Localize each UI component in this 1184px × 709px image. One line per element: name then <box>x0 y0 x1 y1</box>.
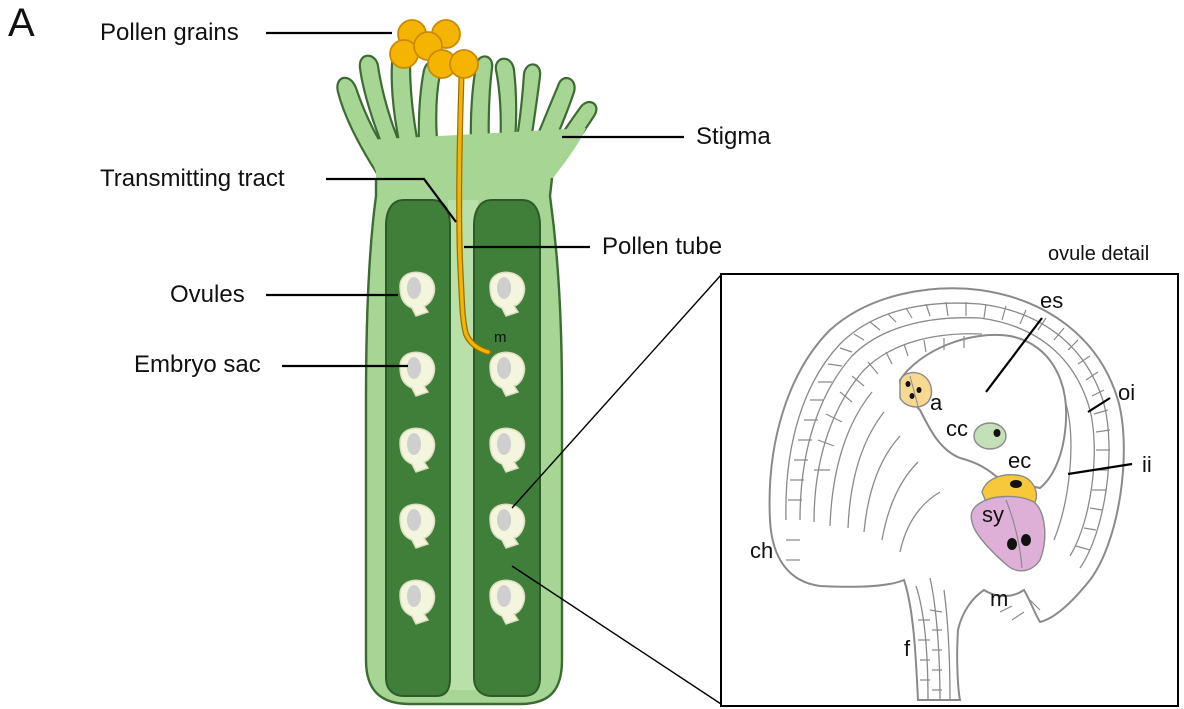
ec-label: ec <box>1008 448 1031 473</box>
ch-label: ch <box>750 538 773 563</box>
ovules-label: Ovules <box>170 281 245 308</box>
embryo-sac-label: Embryo sac <box>134 351 261 378</box>
stigma-label: Stigma <box>696 123 771 150</box>
pollen-grains-label: Pollen grains <box>100 19 239 46</box>
sy-label: sy <box>982 502 1004 527</box>
pistil: m <box>337 20 596 704</box>
antipodal-cells <box>900 373 931 407</box>
central-cell <box>974 423 1006 449</box>
ovule-detail-title: ovule detail <box>1048 243 1149 265</box>
es-label: es <box>1040 288 1063 313</box>
antipodal-label: a <box>930 390 943 415</box>
oi-label: oi <box>1118 380 1135 405</box>
funiculus-label: f <box>904 636 911 661</box>
micropyle-label-pistil: m <box>494 329 507 346</box>
ii-label: ii <box>1142 452 1152 477</box>
transmitting-tract-label: Transmitting tract <box>100 165 285 192</box>
panel-label: A <box>8 1 35 45</box>
micropyle-label-detail: m <box>990 586 1008 611</box>
pollen-tube-label: Pollen tube <box>602 233 722 260</box>
cc-label: cc <box>946 416 968 441</box>
